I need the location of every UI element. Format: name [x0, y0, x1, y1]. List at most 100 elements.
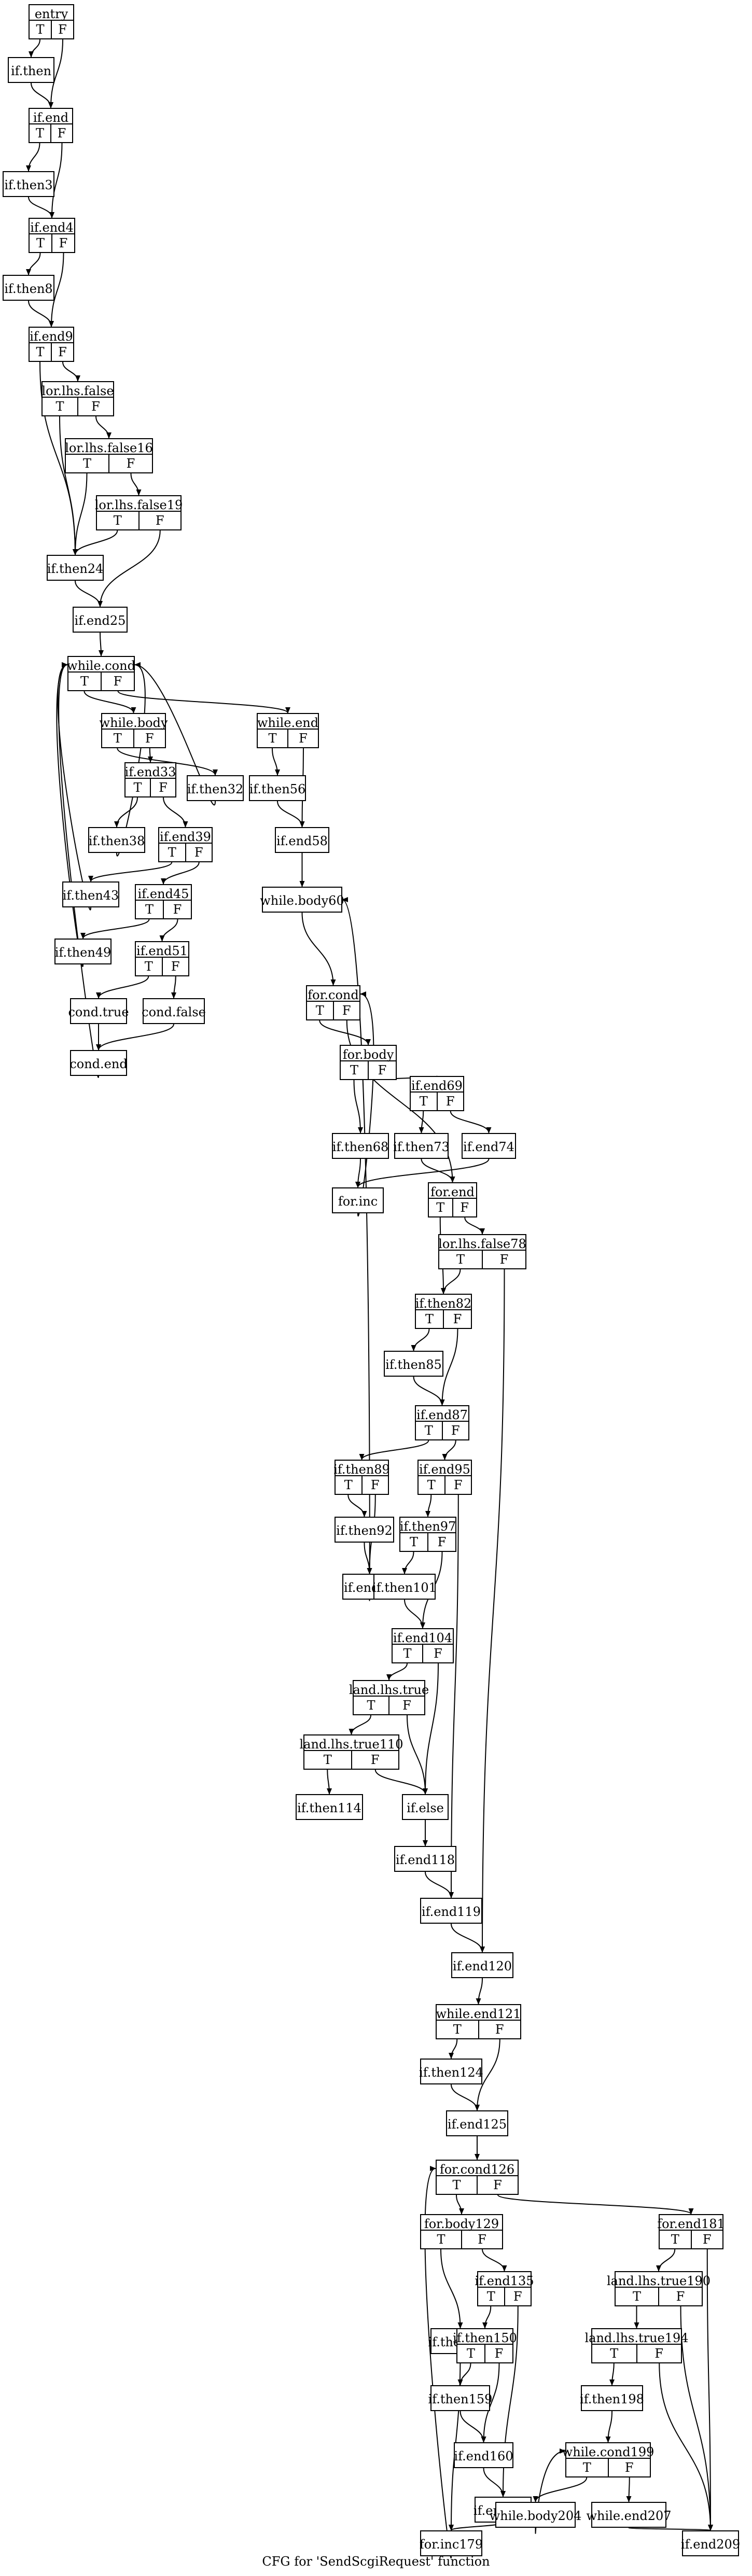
true-port: T	[80, 674, 89, 689]
cfg-node-if-then49: if.then49	[54, 939, 112, 964]
false-port: F	[443, 1310, 471, 1328]
false-port: F	[452, 1199, 477, 1216]
cfg-edge	[404, 1599, 425, 1629]
false-port: F	[138, 512, 181, 529]
false-port: F	[185, 844, 212, 861]
cfg-node-if-then: if.then	[8, 57, 54, 83]
true-port: T	[82, 456, 91, 471]
cfg-edge	[450, 1111, 492, 1133]
true-port: T	[168, 845, 176, 860]
cfg-node-label: if.then	[10, 64, 52, 78]
false-port: F	[388, 1697, 424, 1714]
cfg-edge	[28, 300, 54, 327]
cfg-edge	[80, 919, 150, 939]
false-port: F	[368, 1061, 396, 1079]
cfg-node-label: lor.lhs.false	[41, 384, 114, 398]
cfg-node-label: if.end	[33, 110, 69, 125]
cfg-node-label: if.end95	[419, 1462, 470, 1477]
true-port: T	[425, 1312, 434, 1326]
cfg-edge	[114, 797, 138, 828]
true-port: T	[436, 1200, 445, 1215]
cfg-edge	[628, 2524, 713, 2531]
cfg-edge	[326, 1769, 332, 1795]
true-port: T	[36, 236, 45, 250]
cfg-node-label: if.then198	[580, 2392, 644, 2406]
false-port: F	[51, 21, 73, 38]
cfg-node-label: if.end39	[160, 830, 211, 844]
cfg-edge	[26, 143, 40, 172]
false-port: F	[441, 1422, 469, 1439]
cfg-edge	[407, 1715, 428, 1795]
diagram-caption: CFG for 'SendScgiRequest' function	[262, 2554, 490, 2569]
cfg-node-label: if.end119	[421, 1905, 481, 1919]
cfg-node-label: if.then101	[372, 1580, 437, 1595]
false-port: F	[77, 398, 113, 415]
cfg-node-if-then85: if.then85	[384, 1351, 443, 1377]
false-port: F	[51, 343, 73, 361]
true-port: T	[145, 902, 154, 917]
cfg-edge	[117, 748, 218, 776]
false-port: F	[108, 455, 152, 472]
cfg-node-if-end125: if.end125	[446, 2110, 508, 2136]
cfg-edge	[374, 1769, 428, 1795]
cfg-edge	[439, 1328, 458, 1406]
cfg-edge	[482, 2306, 492, 2329]
cfg-node-label: if.end74	[463, 1140, 514, 1154]
cfg-node-label: if.end69	[411, 1079, 463, 1093]
cfg-node-if-then68: if.then68	[332, 1133, 389, 1159]
cfg-node-label: if.end125	[447, 2117, 507, 2132]
cfg-edge	[96, 1024, 174, 1051]
cfg-edge	[355, 1158, 361, 1188]
cfg-node-label: if.end160	[454, 2449, 513, 2463]
cfg-node-label: if.end9	[30, 329, 73, 344]
cfg-node-label: for.cond126	[439, 2162, 515, 2177]
cfg-node-label: land.lhs.true110	[299, 1737, 403, 1752]
cfg-edge	[272, 748, 280, 776]
cfg-node-if-then56: if.then56	[249, 775, 306, 801]
cfg-edge	[62, 361, 80, 382]
cfg-node-cond-end: cond.end	[69, 1050, 128, 1076]
false-port: F	[484, 2345, 512, 2362]
false-port: F	[478, 2021, 521, 2038]
cfg-node-if-end58: if.end58	[275, 827, 329, 853]
cfg-node-label: if.end135	[475, 2274, 534, 2288]
cfg-node-label: if.end51	[136, 944, 188, 958]
cfg-edge	[440, 2249, 463, 2329]
cfg-edge	[59, 416, 78, 555]
cfg-node-label: for.inc	[338, 1194, 378, 1209]
true-port: T	[367, 1698, 375, 1713]
cfg-node-label: for.body	[342, 1047, 394, 1062]
cfg-edge	[28, 197, 54, 218]
true-port: T	[350, 1063, 358, 1077]
false-port: F	[361, 1476, 388, 1494]
cfg-edge	[425, 1871, 454, 1898]
cfg-node-label: land.lhs.true190	[606, 2274, 711, 2288]
cfg-node-label: while.body	[99, 716, 168, 730]
cfg-node-label: lor.lhs.false78	[438, 1237, 526, 1251]
cfg-node-if-then3: if.then3	[3, 171, 54, 197]
cfg-node-while-body204: while.body204	[490, 2502, 581, 2528]
cfg-node-label: if.then32	[187, 782, 244, 796]
cfg-edge	[480, 1269, 505, 1953]
cfg-edge	[442, 1440, 456, 1460]
cfg-node-label: if.end25	[74, 613, 126, 628]
true-port: T	[113, 513, 122, 528]
cfg-node-label: if.then3	[4, 178, 53, 192]
cfg-edge	[134, 662, 216, 806]
cfg-edge	[476, 1978, 483, 2005]
false-port: F	[690, 2231, 723, 2248]
cfg-node-label: if.end4	[30, 220, 74, 235]
